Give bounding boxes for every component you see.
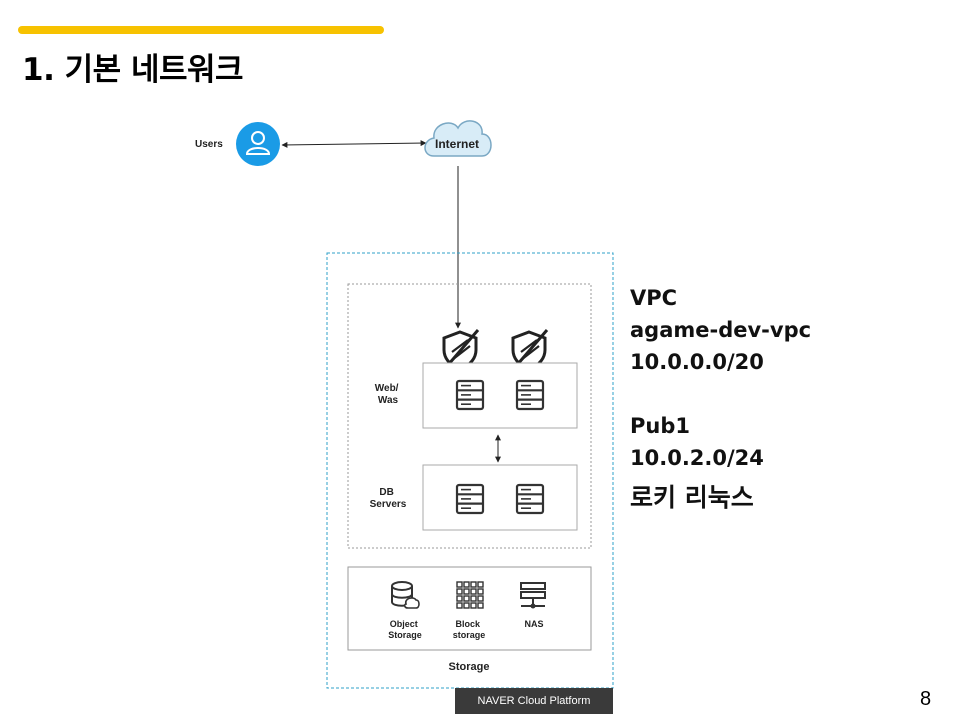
grid-cell bbox=[463, 588, 470, 595]
web-was-tier-box bbox=[422, 362, 578, 429]
vpc-info-panel: VPC agame-dev-vpc 10.0.0.0/20 Pub1 10.0.… bbox=[630, 282, 811, 514]
platform-tag: NAVER Cloud Platform bbox=[455, 688, 613, 714]
nas-icon bbox=[520, 582, 546, 609]
grid-cell bbox=[477, 581, 484, 588]
storage-label: Storage bbox=[449, 661, 490, 673]
cloud-icon bbox=[424, 120, 492, 157]
grid-cell bbox=[470, 595, 477, 602]
slide-title: 1. 기본 네트워크 bbox=[22, 52, 244, 88]
title-accent-bar bbox=[18, 26, 384, 34]
subnet-boundary bbox=[347, 283, 592, 549]
users-internet-link bbox=[281, 140, 427, 148]
db-tier-box bbox=[422, 464, 578, 531]
grid-cell bbox=[456, 602, 463, 609]
database-icon bbox=[391, 581, 420, 609]
subnet-name: Pub1 bbox=[630, 414, 690, 438]
grid-cell bbox=[463, 602, 470, 609]
object-storage-label: Object Storage bbox=[388, 619, 422, 640]
vpc-title: VPC bbox=[630, 286, 678, 310]
grid-cell bbox=[463, 595, 470, 602]
web-was-label-line2: Was bbox=[378, 395, 399, 406]
web-was-label-line1: Web/ bbox=[375, 383, 399, 394]
grid-cell bbox=[470, 588, 477, 595]
nas-label: NAS bbox=[524, 619, 543, 629]
object-storage-line1: Object bbox=[390, 619, 418, 629]
web-was-label: Web/ Was bbox=[375, 383, 402, 406]
vpc-name: agame-dev-vpc bbox=[630, 318, 812, 342]
grid-cell bbox=[477, 588, 484, 595]
grid-cell bbox=[456, 588, 463, 595]
internet-label: Internet bbox=[435, 137, 479, 151]
grid-cell bbox=[456, 581, 463, 588]
grid-cell bbox=[470, 581, 477, 588]
subnet-cidr: 10.0.2.0/24 bbox=[630, 446, 764, 470]
os-label: 로키 리눅스 bbox=[630, 483, 754, 512]
vpc-boundary bbox=[326, 252, 614, 689]
object-storage-line2: Storage bbox=[388, 630, 422, 640]
grid-cell bbox=[463, 581, 470, 588]
block-storage-line2: storage bbox=[453, 630, 486, 640]
db-servers-label-line2: Servers bbox=[370, 499, 407, 510]
db-servers-label: DB Servers bbox=[370, 487, 407, 510]
block-storage-line1: Block bbox=[455, 619, 481, 629]
grid-icon bbox=[456, 581, 484, 609]
grid-cell bbox=[477, 595, 484, 602]
vpc-cidr: 10.0.0.0/20 bbox=[630, 350, 764, 374]
storage-box bbox=[347, 566, 592, 651]
block-storage-label: Block storage bbox=[453, 619, 486, 640]
grid-cell bbox=[456, 595, 463, 602]
grid-cell bbox=[470, 602, 477, 609]
user-icon bbox=[236, 122, 280, 166]
users-label: Users bbox=[195, 139, 223, 150]
page-number: 8 bbox=[920, 688, 932, 710]
db-servers-label-line1: DB bbox=[379, 487, 393, 498]
grid-cell bbox=[477, 602, 484, 609]
